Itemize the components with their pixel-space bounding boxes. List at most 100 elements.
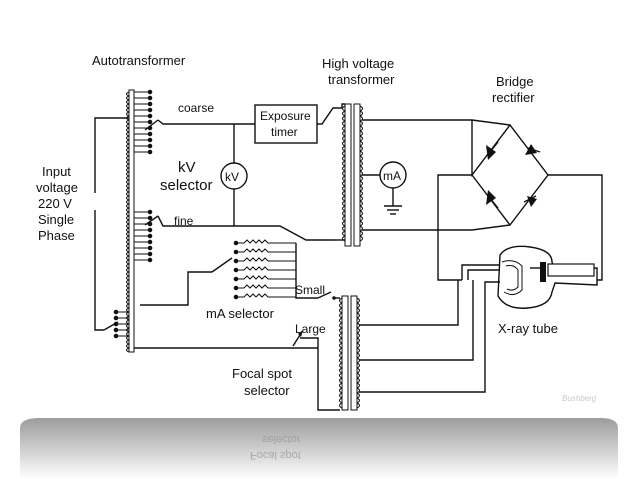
bridge-rectifier-label-1: Bridge bbox=[496, 74, 534, 89]
coil-turn bbox=[339, 377, 343, 384]
coil-turn bbox=[359, 135, 363, 142]
coil-turn bbox=[126, 343, 130, 349]
coil-turn bbox=[126, 119, 130, 125]
kv-selector-label-1: kV bbox=[178, 159, 196, 176]
resistor-icon bbox=[238, 257, 296, 262]
coil-turn bbox=[342, 190, 346, 197]
coil-turn bbox=[339, 347, 343, 354]
coil-turn bbox=[126, 275, 130, 281]
coil-turn bbox=[356, 307, 360, 314]
coil-turn bbox=[126, 215, 130, 221]
focal-spot-selector bbox=[292, 280, 500, 411]
coil-turn bbox=[359, 205, 363, 212]
coil-turn bbox=[359, 200, 363, 207]
coil-turn bbox=[342, 140, 346, 147]
reflection-text-2: Focal spot bbox=[250, 449, 301, 461]
coil-turn bbox=[339, 367, 343, 374]
coil-turn bbox=[126, 163, 130, 169]
coil-turn bbox=[359, 215, 363, 222]
coil-turn bbox=[356, 342, 360, 349]
coarse-taps bbox=[134, 89, 159, 155]
coil-turn bbox=[359, 190, 363, 197]
coil-turn bbox=[126, 347, 130, 353]
coil-turn bbox=[339, 402, 343, 409]
coil-turn bbox=[356, 372, 360, 379]
coil-turn bbox=[342, 125, 346, 132]
coil-turn bbox=[339, 392, 343, 399]
coil-turn bbox=[126, 199, 130, 205]
coil-turn bbox=[342, 115, 346, 122]
coarse-output-wire bbox=[157, 119, 255, 125]
coil-turn bbox=[342, 225, 346, 232]
focal-spot-label-1: Focal spot bbox=[232, 366, 292, 381]
coil-turn bbox=[356, 332, 360, 339]
exposure-timer-label-1: Exposure bbox=[260, 109, 311, 123]
coil-turn bbox=[356, 392, 360, 399]
coil-turn bbox=[342, 165, 346, 172]
ma-meter-label: mA bbox=[383, 169, 401, 183]
coil-turn bbox=[342, 215, 346, 222]
svg-text:Input: Input bbox=[42, 164, 71, 179]
reflection-text-1: selector bbox=[262, 433, 301, 445]
coil-turn bbox=[126, 303, 130, 309]
coil-turn bbox=[359, 170, 363, 177]
autotransformer-label: Autotransformer bbox=[92, 53, 186, 68]
svg-text:220 V: 220 V bbox=[38, 196, 72, 211]
coil-turn bbox=[126, 271, 130, 277]
svg-text:Phase: Phase bbox=[38, 228, 75, 243]
coil-turn bbox=[126, 219, 130, 225]
bridge-rectifier bbox=[437, 119, 603, 281]
coil-turn bbox=[342, 155, 346, 162]
coil-turn bbox=[339, 357, 343, 364]
coil-turn bbox=[342, 175, 346, 182]
resistor-icon bbox=[238, 266, 296, 271]
coil-turn bbox=[339, 317, 343, 324]
diode-icon bbox=[486, 145, 496, 160]
coil-turn bbox=[126, 167, 130, 173]
large-label: Large bbox=[295, 322, 326, 336]
coil-turn bbox=[126, 123, 130, 129]
diagram-panel bbox=[20, 42, 618, 414]
input-taps bbox=[103, 309, 129, 339]
resistor-icon bbox=[238, 284, 296, 289]
bridge-rectifier-label-2: rectifier bbox=[492, 90, 535, 105]
coil-turn bbox=[339, 307, 343, 314]
coil-turn bbox=[126, 127, 130, 133]
coil-turn bbox=[356, 367, 360, 374]
coil-turn bbox=[126, 131, 130, 137]
coil-turn bbox=[359, 130, 363, 137]
coil-turn bbox=[359, 230, 363, 237]
coil-turn bbox=[342, 105, 346, 112]
coil-turn bbox=[126, 227, 130, 233]
coil-turn bbox=[359, 185, 363, 192]
coil-turn bbox=[359, 120, 363, 127]
kv-meter-label: kV bbox=[225, 170, 239, 184]
ma-selector bbox=[140, 239, 318, 306]
coil-turn bbox=[342, 110, 346, 117]
small-label: Small bbox=[295, 283, 325, 297]
coil-turn bbox=[342, 150, 346, 157]
coil-turn bbox=[126, 223, 130, 229]
coil-turn bbox=[359, 160, 363, 167]
coil-turn bbox=[342, 170, 346, 177]
coil-turn bbox=[126, 187, 130, 193]
input-lead-top bbox=[94, 117, 129, 193]
kv-selector-label-2: selector bbox=[160, 177, 213, 194]
coil-turn bbox=[126, 207, 130, 213]
coil-turn bbox=[356, 397, 360, 404]
xray-tube bbox=[461, 245, 598, 309]
coil-turn bbox=[126, 287, 130, 293]
xray-tube-label: X-ray tube bbox=[498, 321, 558, 336]
coil-turn bbox=[126, 103, 130, 109]
coil-turn bbox=[126, 211, 130, 217]
coil-turn bbox=[126, 239, 130, 245]
coil-turn bbox=[356, 377, 360, 384]
coil-turn bbox=[126, 247, 130, 253]
input-voltage-label: Input voltage 220 V Single Phase bbox=[36, 164, 78, 243]
coil-turn bbox=[356, 382, 360, 389]
coil-turn bbox=[359, 125, 363, 132]
coarse-label: coarse bbox=[178, 101, 214, 115]
coil-turn bbox=[339, 297, 343, 304]
coil-turn bbox=[126, 111, 130, 117]
